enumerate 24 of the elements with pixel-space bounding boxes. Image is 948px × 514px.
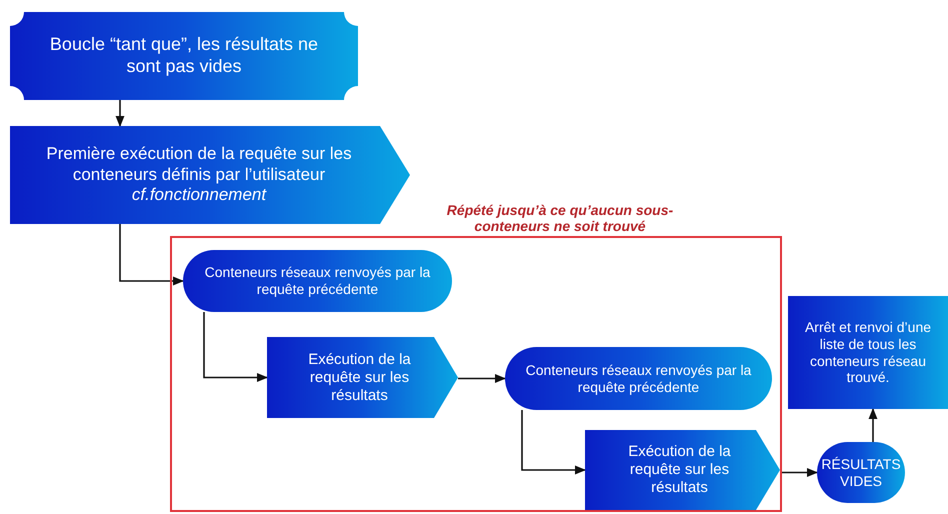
arrow [458,374,506,383]
arrow [868,408,878,442]
terminal-pill [817,442,905,503]
process-arrow-box [267,337,458,418]
arrow [119,224,184,286]
process-arrow-box [10,126,410,224]
node-text: Conteneurs réseaux renvoyés par la requête précédente [525,360,752,397]
node-text: Première exécution de la requête sur les conteneurs définis par l’utilisateur cf.fonctionnement [45,143,353,206]
node-text: RÉSULTATS VIDES [821,454,901,490]
node-text: Arrêt et renvoi d’une liste de tous les conteneurs réseau trouvé. [804,318,932,388]
result-pill [505,347,772,410]
arrow [116,100,124,128]
node-text: Boucle “tant que”, les résultats ne sont pas vides [48,33,320,78]
arrow [203,312,268,382]
node-text: Conteneurs réseaux renvoyés par la requête précédente [204,263,432,299]
process-arrow-box [585,430,780,510]
end-box [788,296,948,409]
frame-heading: Répété jusqu’à ce qu’aucun sous-conteneurs ne soit trouvé [446,202,674,234]
arrow [521,410,586,474]
node-text: Exécution de la requête sur les résultats [307,350,412,406]
start-box [10,12,358,100]
node-text: Exécution de la requête sur les résultats [627,442,732,498]
arrow [780,468,818,477]
result-pill [183,250,452,312]
